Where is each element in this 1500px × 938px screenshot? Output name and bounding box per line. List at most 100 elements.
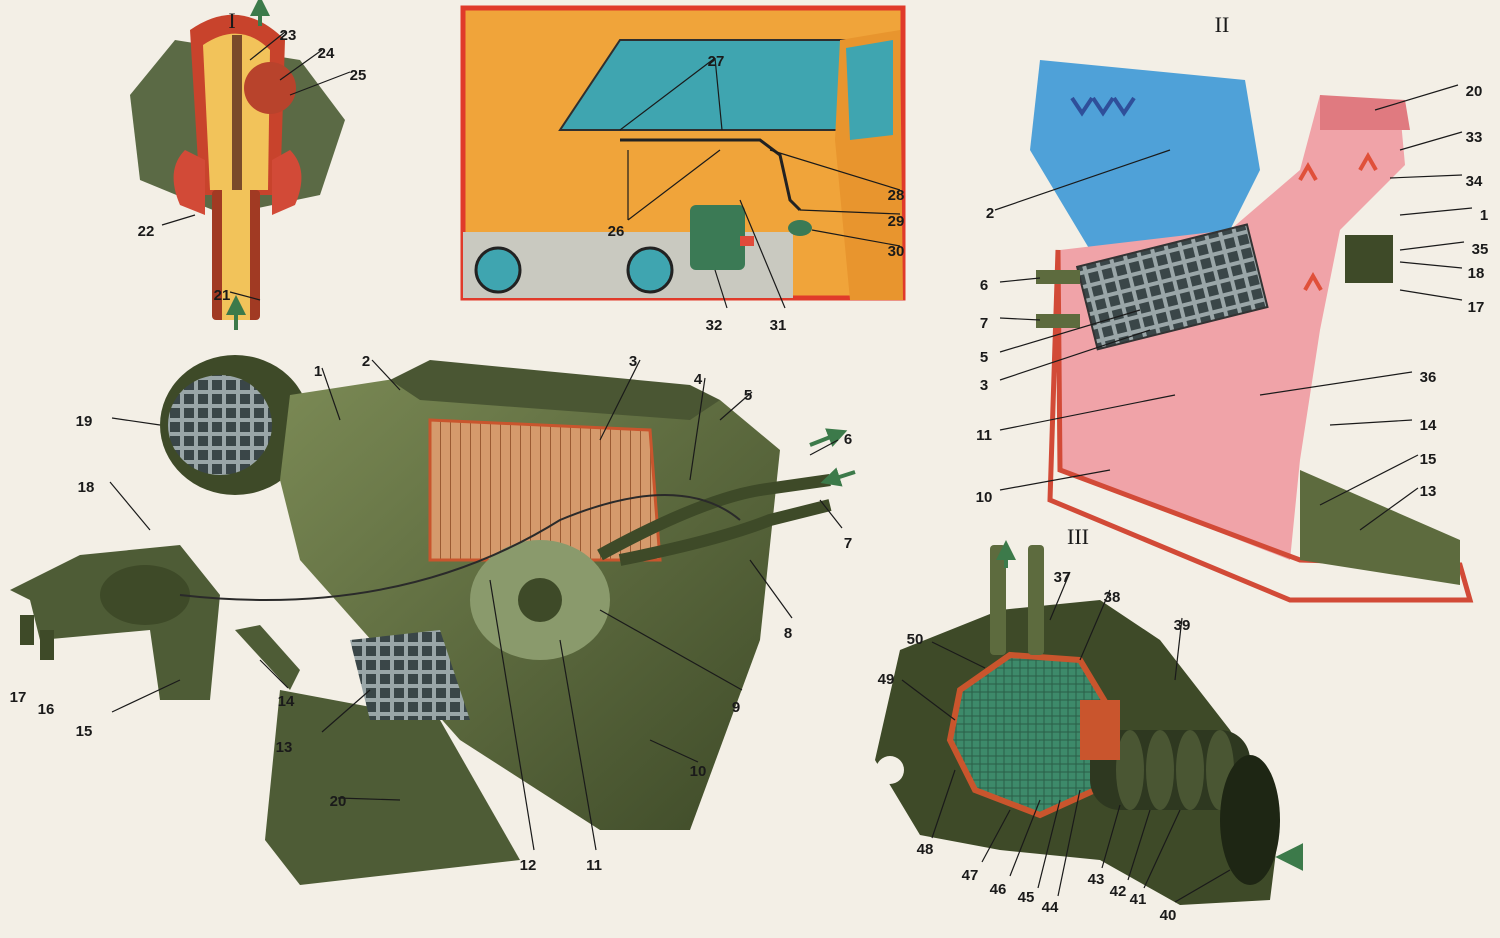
callout-label: 15 <box>76 723 93 740</box>
callout-label: 4 <box>694 371 703 388</box>
callout-label: 6 <box>844 431 852 448</box>
callout-label: 29 <box>888 213 905 230</box>
callout-label: 28 <box>888 187 905 204</box>
callout-label: 43 <box>1088 871 1105 888</box>
floor-duct <box>1300 470 1460 585</box>
section-numeral-s1: I <box>228 8 235 33</box>
washer-valve <box>740 236 754 246</box>
callout-label: 17 <box>10 689 27 706</box>
callout-label: 12 <box>520 857 537 874</box>
callout-label: 41 <box>1130 891 1147 908</box>
headlight-left <box>474 246 522 294</box>
valve-dome <box>244 62 296 114</box>
motor-inflow-arrow-icon <box>1275 843 1303 871</box>
motor-pipe-left <box>990 545 1006 655</box>
callout-label: 9 <box>732 699 740 716</box>
warm-air-outlet <box>1320 95 1410 130</box>
callout-label: 6 <box>980 277 988 294</box>
car-view-panel <box>460 5 906 301</box>
callout-label: 38 <box>1104 589 1121 606</box>
callout-label: 17 <box>1468 299 1485 316</box>
warm-air-arrows-icon <box>1298 151 1378 291</box>
callout-label: 10 <box>690 763 707 780</box>
valve-seal-left <box>173 150 205 215</box>
washer-pump <box>788 220 812 236</box>
coolant-pipe-7 <box>618 499 832 566</box>
callout-label: 44 <box>1042 899 1059 916</box>
callout-label: 10 <box>976 489 993 506</box>
callout-label: 45 <box>1018 889 1035 906</box>
control-motor <box>100 565 190 625</box>
housing-lower-grille <box>350 630 470 720</box>
callout-label: 14 <box>278 693 295 710</box>
callout-label: 27 <box>708 53 725 70</box>
callout-label: 14 <box>1420 417 1437 434</box>
washer-hose <box>620 138 802 212</box>
valve-stem <box>232 35 242 305</box>
callout-label: 11 <box>586 857 602 874</box>
callout-label: 19 <box>76 413 93 430</box>
callout-label: 13 <box>276 739 293 756</box>
control-bracket <box>10 545 220 700</box>
callout-label: 31 <box>770 317 787 334</box>
callout-label: 49 <box>878 671 895 688</box>
cold-air-arrows-icon <box>1070 96 1136 117</box>
callout-label: 36 <box>1420 369 1437 386</box>
callout-label: 3 <box>629 353 637 370</box>
warm-air-zone <box>1060 95 1405 560</box>
section-numeral-s3: III <box>1067 524 1089 549</box>
callout-label: 7 <box>980 315 988 332</box>
callout-label: 13 <box>1420 483 1437 500</box>
callout-label: 21 <box>214 287 231 304</box>
callout-label: 26 <box>608 223 625 240</box>
callout-label: 20 <box>1466 83 1483 100</box>
callout-label: 33 <box>1466 129 1483 146</box>
callout-label: 50 <box>907 631 924 648</box>
section-numeral-s2: II <box>1215 12 1230 37</box>
callout-label: 37 <box>1054 569 1071 586</box>
outflow-arrow-icon <box>809 428 848 447</box>
callout-label: 16 <box>38 701 55 718</box>
callout-label: 46 <box>990 881 1007 898</box>
leader-lines <box>109 31 1473 903</box>
air-intake-grille <box>168 375 272 475</box>
callout-label: 18 <box>78 479 95 496</box>
fan-hub <box>518 578 562 622</box>
callout-label: 22 <box>138 223 155 240</box>
callout-label: 25 <box>350 67 367 84</box>
heater-assembly <box>10 355 856 885</box>
callout-label: 42 <box>1110 883 1127 900</box>
housing-top-rim <box>390 360 720 420</box>
callout-label: 47 <box>962 867 979 884</box>
control-knob-17 <box>40 630 54 660</box>
motor-pipe-right <box>1028 545 1044 655</box>
pipe-6 <box>1036 270 1080 284</box>
motor-brush-holder <box>1080 700 1120 760</box>
section-3-motor <box>875 540 1303 905</box>
callout-label: 40 <box>1160 907 1177 924</box>
callout-label: 20 <box>330 793 347 810</box>
callout-label: 18 <box>1468 265 1485 282</box>
callout-label: 7 <box>844 535 852 552</box>
headlight-right <box>626 246 674 294</box>
inflow-arrow-icon <box>820 467 856 487</box>
washer-reservoir <box>690 205 745 270</box>
heater-tap-motor <box>1345 235 1393 283</box>
callout-label: 23 <box>280 27 297 44</box>
callout-label: 24 <box>318 45 335 62</box>
callout-label: 5 <box>980 349 988 366</box>
valve-seal-right <box>272 150 302 215</box>
control-knob-18 <box>20 615 34 645</box>
floor-duct-13 <box>265 690 520 885</box>
cable-clip-15 <box>235 625 300 690</box>
callout-label: 39 <box>1174 617 1191 634</box>
callout-label: 35 <box>1472 241 1489 258</box>
callout-label: 48 <box>917 841 934 858</box>
motor-end-cap <box>1220 755 1280 885</box>
callout-label: 8 <box>784 625 792 642</box>
callout-label: 2 <box>986 205 994 222</box>
